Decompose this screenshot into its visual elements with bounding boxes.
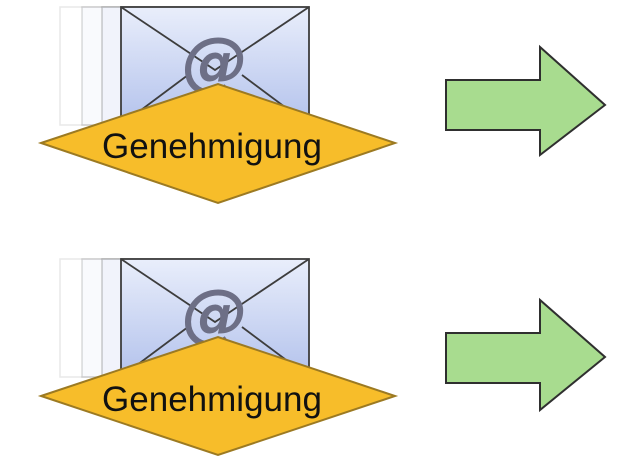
- workflow-row-2: @ Genehmigung: [37, 258, 607, 457]
- envelope-flap: [120, 6, 310, 72]
- right-arrow-icon: [445, 297, 607, 413]
- workflow-row-1: @ Genehmigung: [37, 6, 607, 205]
- right-arrow-icon: [445, 44, 607, 158]
- approval-label: Genehmigung: [102, 127, 322, 166]
- email-envelope-icon: @: [59, 258, 310, 378]
- envelope-flap: [120, 258, 310, 324]
- approval-label: Genehmigung: [102, 380, 322, 419]
- approval-diamond: [37, 335, 399, 457]
- approval-diamond: [37, 82, 399, 205]
